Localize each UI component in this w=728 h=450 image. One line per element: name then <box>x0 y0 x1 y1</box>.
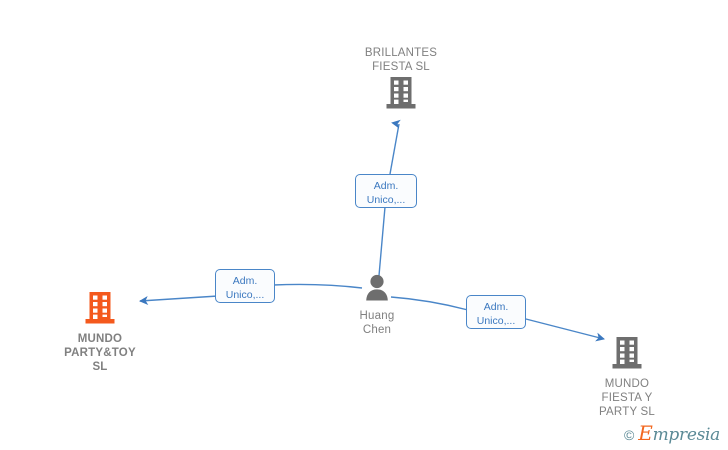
copyright-icon: © <box>623 426 635 443</box>
edge-label-adm-unico-party-toy[interactable]: Adm. Unico,... <box>215 269 275 303</box>
edge-line-party-toy-left <box>139 295 219 305</box>
person-icon <box>317 274 437 307</box>
node-label-mundo-fiesta-party: MUNDO FIESTA Y PARTY SL <box>599 378 655 418</box>
building-icon <box>341 76 461 115</box>
brand-name: Empresia <box>638 423 721 445</box>
edge-label-adm-unico-fiesta-party[interactable]: Adm. Unico,... <box>466 295 526 329</box>
building-icon <box>567 336 687 375</box>
building-icon <box>40 291 160 330</box>
brand-rest: mpresia <box>652 425 721 445</box>
node-brillantes-fiesta-sl[interactable]: BRILLANTES FIESTA SL <box>341 46 461 115</box>
node-label-mundo-party-toy: MUNDO PARTY&TOY SL <box>64 333 136 373</box>
edge-line-fiesta-party-right <box>521 317 605 342</box>
edge-line-fiesta-party-left <box>390 296 469 311</box>
node-label-huang-chen: Huang Chen <box>359 310 395 336</box>
edge-line-brillantes-lower <box>377 206 386 288</box>
node-mundo-fiesta-y-party-sl[interactable]: MUNDO FIESTA Y PARTY SL <box>567 336 687 419</box>
edge-label-adm-unico-brillantes[interactable]: Adm. Unico,... <box>355 174 417 208</box>
node-label-brillantes: BRILLANTES FIESTA SL <box>364 47 438 73</box>
edge-line-party-toy-right <box>272 283 363 289</box>
node-mundo-party-toy-sl[interactable]: MUNDO PARTY&TOY SL <box>40 291 160 374</box>
node-huang-chen[interactable]: Huang Chen <box>317 274 437 337</box>
empresia-watermark: © Empresia <box>623 423 721 445</box>
brand-initial: E <box>638 421 653 445</box>
edge-line-brillantes-upper <box>389 119 401 175</box>
